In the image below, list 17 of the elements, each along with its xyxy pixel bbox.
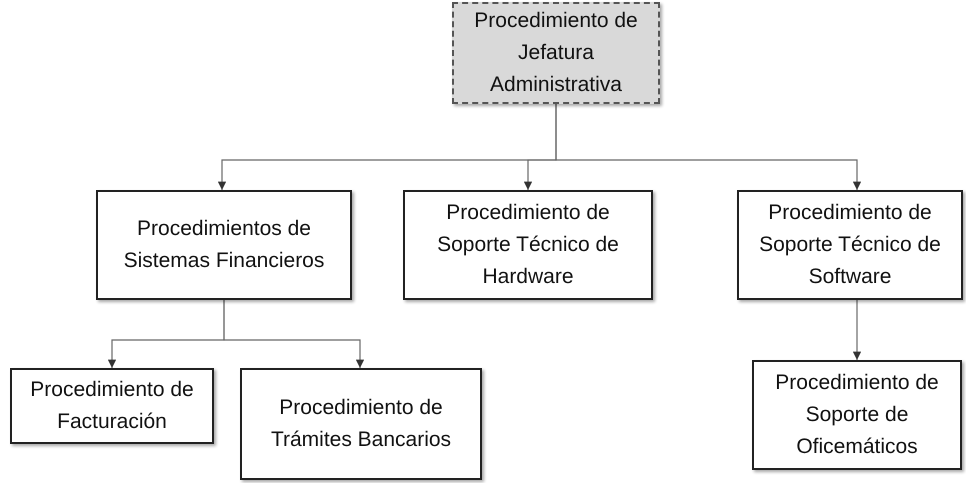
process-box xyxy=(96,190,352,300)
connector-arrow xyxy=(555,104,862,190)
process-box xyxy=(403,190,653,300)
process-box xyxy=(240,368,482,480)
box-label: Procedimiento de Trámites Bancarios xyxy=(270,395,452,453)
process-box xyxy=(737,190,963,300)
box-label: Procedimiento de Facturación xyxy=(29,377,195,435)
box-label: Procedimiento de Soporte Técnico de Hardware xyxy=(436,200,620,290)
connector-arrow xyxy=(852,300,862,360)
box-label: Procedimiento de Jefatura Administrativa xyxy=(473,8,639,98)
box-label: Procedimiento de Soporte Técnico de Software xyxy=(758,200,942,290)
top-process-box xyxy=(452,2,660,104)
connector-arrow xyxy=(223,300,364,368)
process-box xyxy=(10,368,214,444)
box-label: Procedimientos de Sistemas Financieros xyxy=(122,216,326,274)
process-box xyxy=(752,360,962,470)
box-label: Procedimiento de Soporte de Oficemáticos xyxy=(774,370,940,460)
